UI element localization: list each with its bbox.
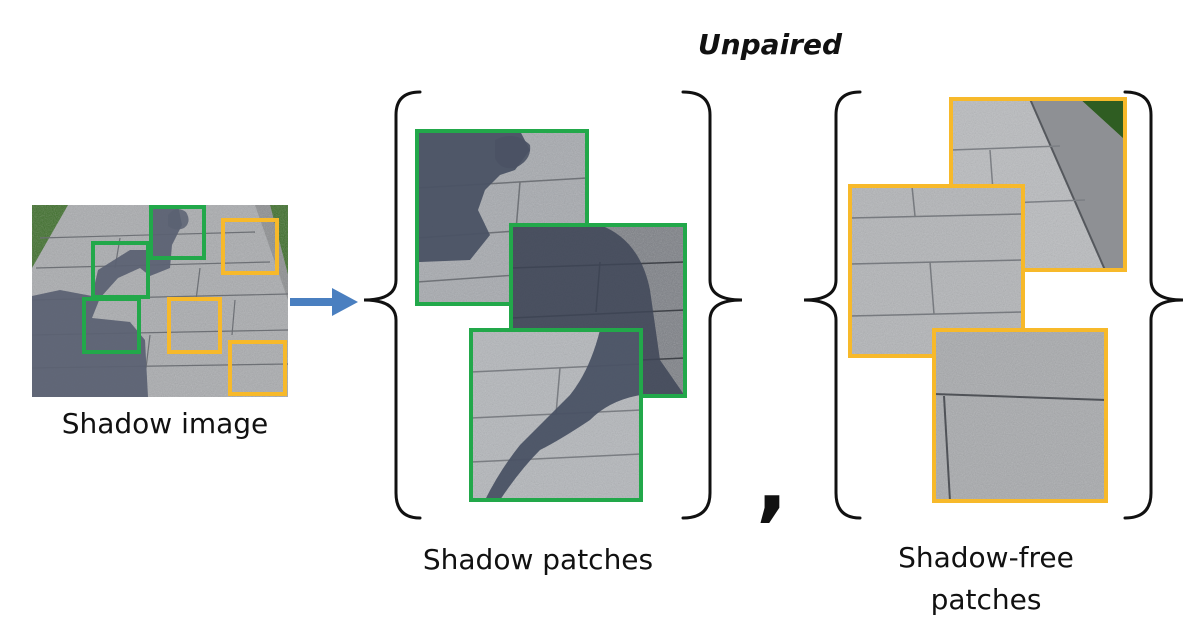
right-arrow-icon [290,288,358,316]
shadow-free-region-box [221,218,279,275]
shadow-free-label-line2: patches [930,583,1042,616]
shadow-free-region-box [167,297,222,354]
shadow-patches-label: Shadow patches [422,543,654,576]
shadow-image-label: Shadow image [61,407,269,440]
shadow-free-region-box [228,340,287,396]
left-brace-shadow-patches [363,90,422,520]
right-brace-shadow-patches [681,90,743,520]
shadow-tree [168,209,189,230]
shadow-image [32,205,288,397]
separator-comma: , [756,433,788,531]
braces [363,90,1184,520]
shadow-patch [469,328,643,502]
shadow-free-label-line1: Shadow-free [898,541,1074,574]
shadow-free-patch [848,184,1025,358]
left-brace-shadow-free-patches [803,90,862,520]
right-brace-shadow-free-patches [1123,90,1184,520]
shadow-image-frames [82,205,287,396]
shadow-free-patch [932,328,1108,503]
shadow-patch [415,129,589,306]
shadow-region-box [149,205,206,260]
shadow-region-box [82,297,141,354]
shadow-figure [32,205,182,397]
diagram-title: Unpaired [697,28,843,61]
